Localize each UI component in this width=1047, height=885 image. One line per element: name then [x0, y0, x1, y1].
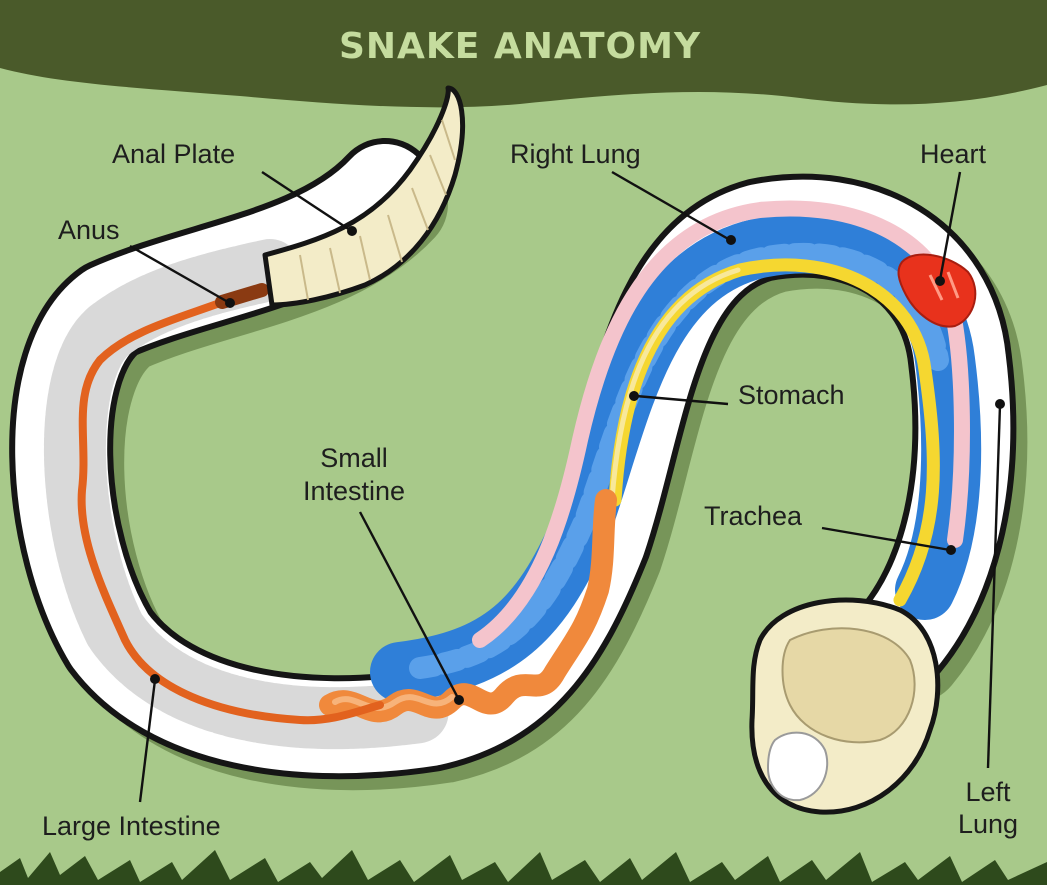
title-banner — [0, 0, 1047, 108]
head-shield — [781, 627, 916, 744]
snout-scales — [766, 731, 829, 802]
label-left-lung-line2: Lung — [958, 809, 1018, 839]
grass — [0, 850, 1047, 885]
label-heart: Heart — [920, 139, 987, 169]
heart-detail — [928, 271, 960, 301]
leader-stomach — [629, 391, 729, 406]
leader-large-intestine — [138, 674, 160, 803]
leader-anus — [129, 244, 235, 308]
label-small-intestine-line2: Intestine — [303, 476, 405, 506]
leader-heart — [935, 171, 962, 286]
label-right-lung: Right Lung — [510, 139, 641, 169]
leader-right-lung — [611, 170, 736, 245]
label-anus: Anus — [58, 215, 120, 245]
anal-plate — [262, 85, 466, 308]
large-intestine — [77, 296, 384, 725]
leader-anal-plate — [261, 170, 357, 236]
label-trachea: Trachea — [704, 501, 803, 531]
stomach-inner — [609, 267, 741, 503]
tail-scales — [299, 119, 456, 301]
label-left-lung-line1: Left — [965, 777, 1011, 807]
small-intestine-highlight — [332, 694, 455, 711]
label-small-intestine-line1: Small — [320, 443, 388, 473]
leader-left-lung — [986, 399, 1005, 769]
title: SNAKE ANATOMY — [339, 26, 701, 67]
label-stomach: Stomach — [738, 380, 845, 410]
label-large-intestine: Large Intestine — [42, 811, 221, 841]
label-anal-plate: Anal Plate — [112, 139, 235, 169]
leader-small-intestine — [358, 511, 464, 705]
trachea — [472, 200, 970, 648]
leader-trachea — [821, 526, 956, 555]
